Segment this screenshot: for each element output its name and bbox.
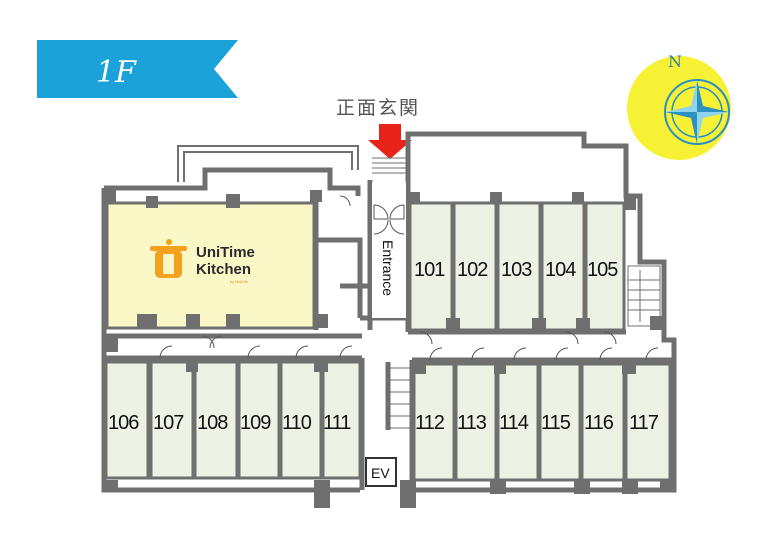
room-number: 111 bbox=[323, 412, 351, 434]
room-108: 108 bbox=[193, 360, 239, 480]
room-number: 108 bbox=[197, 412, 228, 434]
room-114: 114 bbox=[496, 362, 540, 482]
north-label: N bbox=[668, 52, 682, 71]
room-number: 112 bbox=[415, 412, 445, 434]
columns bbox=[104, 190, 674, 508]
room-104: 104 bbox=[540, 201, 586, 332]
entrance-hall: Entrance bbox=[372, 182, 406, 318]
room-number: 105 bbox=[587, 259, 618, 281]
restaurant-area bbox=[105, 201, 316, 330]
room-number: 103 bbox=[501, 259, 532, 281]
room-number: 115 bbox=[541, 412, 571, 434]
room-107: 107 bbox=[149, 360, 195, 480]
room-101: 101 bbox=[408, 201, 454, 332]
room-115: 115 bbox=[538, 362, 582, 482]
room-109: 109 bbox=[237, 360, 281, 480]
room-number: 117 bbox=[629, 412, 659, 434]
main-entrance-label: 正面玄関 bbox=[336, 97, 420, 119]
rooms-south-east: 112 113 114 115 116 117 bbox=[412, 362, 672, 482]
room-111: 111 bbox=[321, 360, 362, 480]
room-102: 102 bbox=[452, 201, 498, 332]
room-number: 102 bbox=[457, 259, 488, 281]
room-number: 101 bbox=[414, 259, 445, 281]
room-116: 116 bbox=[580, 362, 626, 482]
room-number: 114 bbox=[499, 412, 529, 434]
rooms-north: 101 102 103 104 105 bbox=[408, 201, 626, 332]
pot-icon bbox=[150, 239, 187, 278]
room-106: 106 bbox=[104, 360, 150, 480]
stair-entrance bbox=[372, 157, 408, 174]
stair-east bbox=[627, 265, 661, 327]
room-103: 103 bbox=[496, 201, 542, 332]
door-swings bbox=[159, 195, 659, 361]
restaurant-logo: UniTime Kitchen by UniLife bbox=[150, 239, 255, 284]
room-number: 109 bbox=[240, 412, 271, 434]
room-number: 110 bbox=[282, 412, 312, 434]
brand-name-line2: Kitchen bbox=[196, 261, 251, 278]
room-number: 107 bbox=[153, 412, 184, 434]
room-113: 113 bbox=[454, 362, 498, 482]
room-110: 110 bbox=[279, 360, 323, 480]
entrance-label: Entrance bbox=[380, 240, 396, 296]
rooms-south-west: 106 107 108 109 110 111 bbox=[104, 360, 362, 480]
building-outline bbox=[101, 131, 677, 493]
compass-icon: N bbox=[627, 52, 731, 160]
room-117: 117 bbox=[624, 362, 672, 482]
floor-banner: 1F bbox=[37, 40, 238, 98]
brand-name-line1: UniTime bbox=[196, 244, 255, 261]
entrance-arrow-icon bbox=[368, 124, 412, 159]
room-number: 104 bbox=[545, 259, 576, 281]
room-105: 105 bbox=[584, 201, 626, 332]
brand-subtitle: by UniLife bbox=[230, 279, 249, 284]
room-112: 112 bbox=[412, 362, 456, 482]
room-number: 113 bbox=[457, 412, 487, 434]
elevator-label: EV bbox=[371, 465, 390, 481]
room-number: 106 bbox=[108, 412, 139, 434]
room-number: 116 bbox=[584, 412, 614, 434]
floor-label: 1F bbox=[96, 55, 137, 90]
stair-central bbox=[389, 367, 411, 429]
elevator: EV bbox=[365, 457, 397, 487]
